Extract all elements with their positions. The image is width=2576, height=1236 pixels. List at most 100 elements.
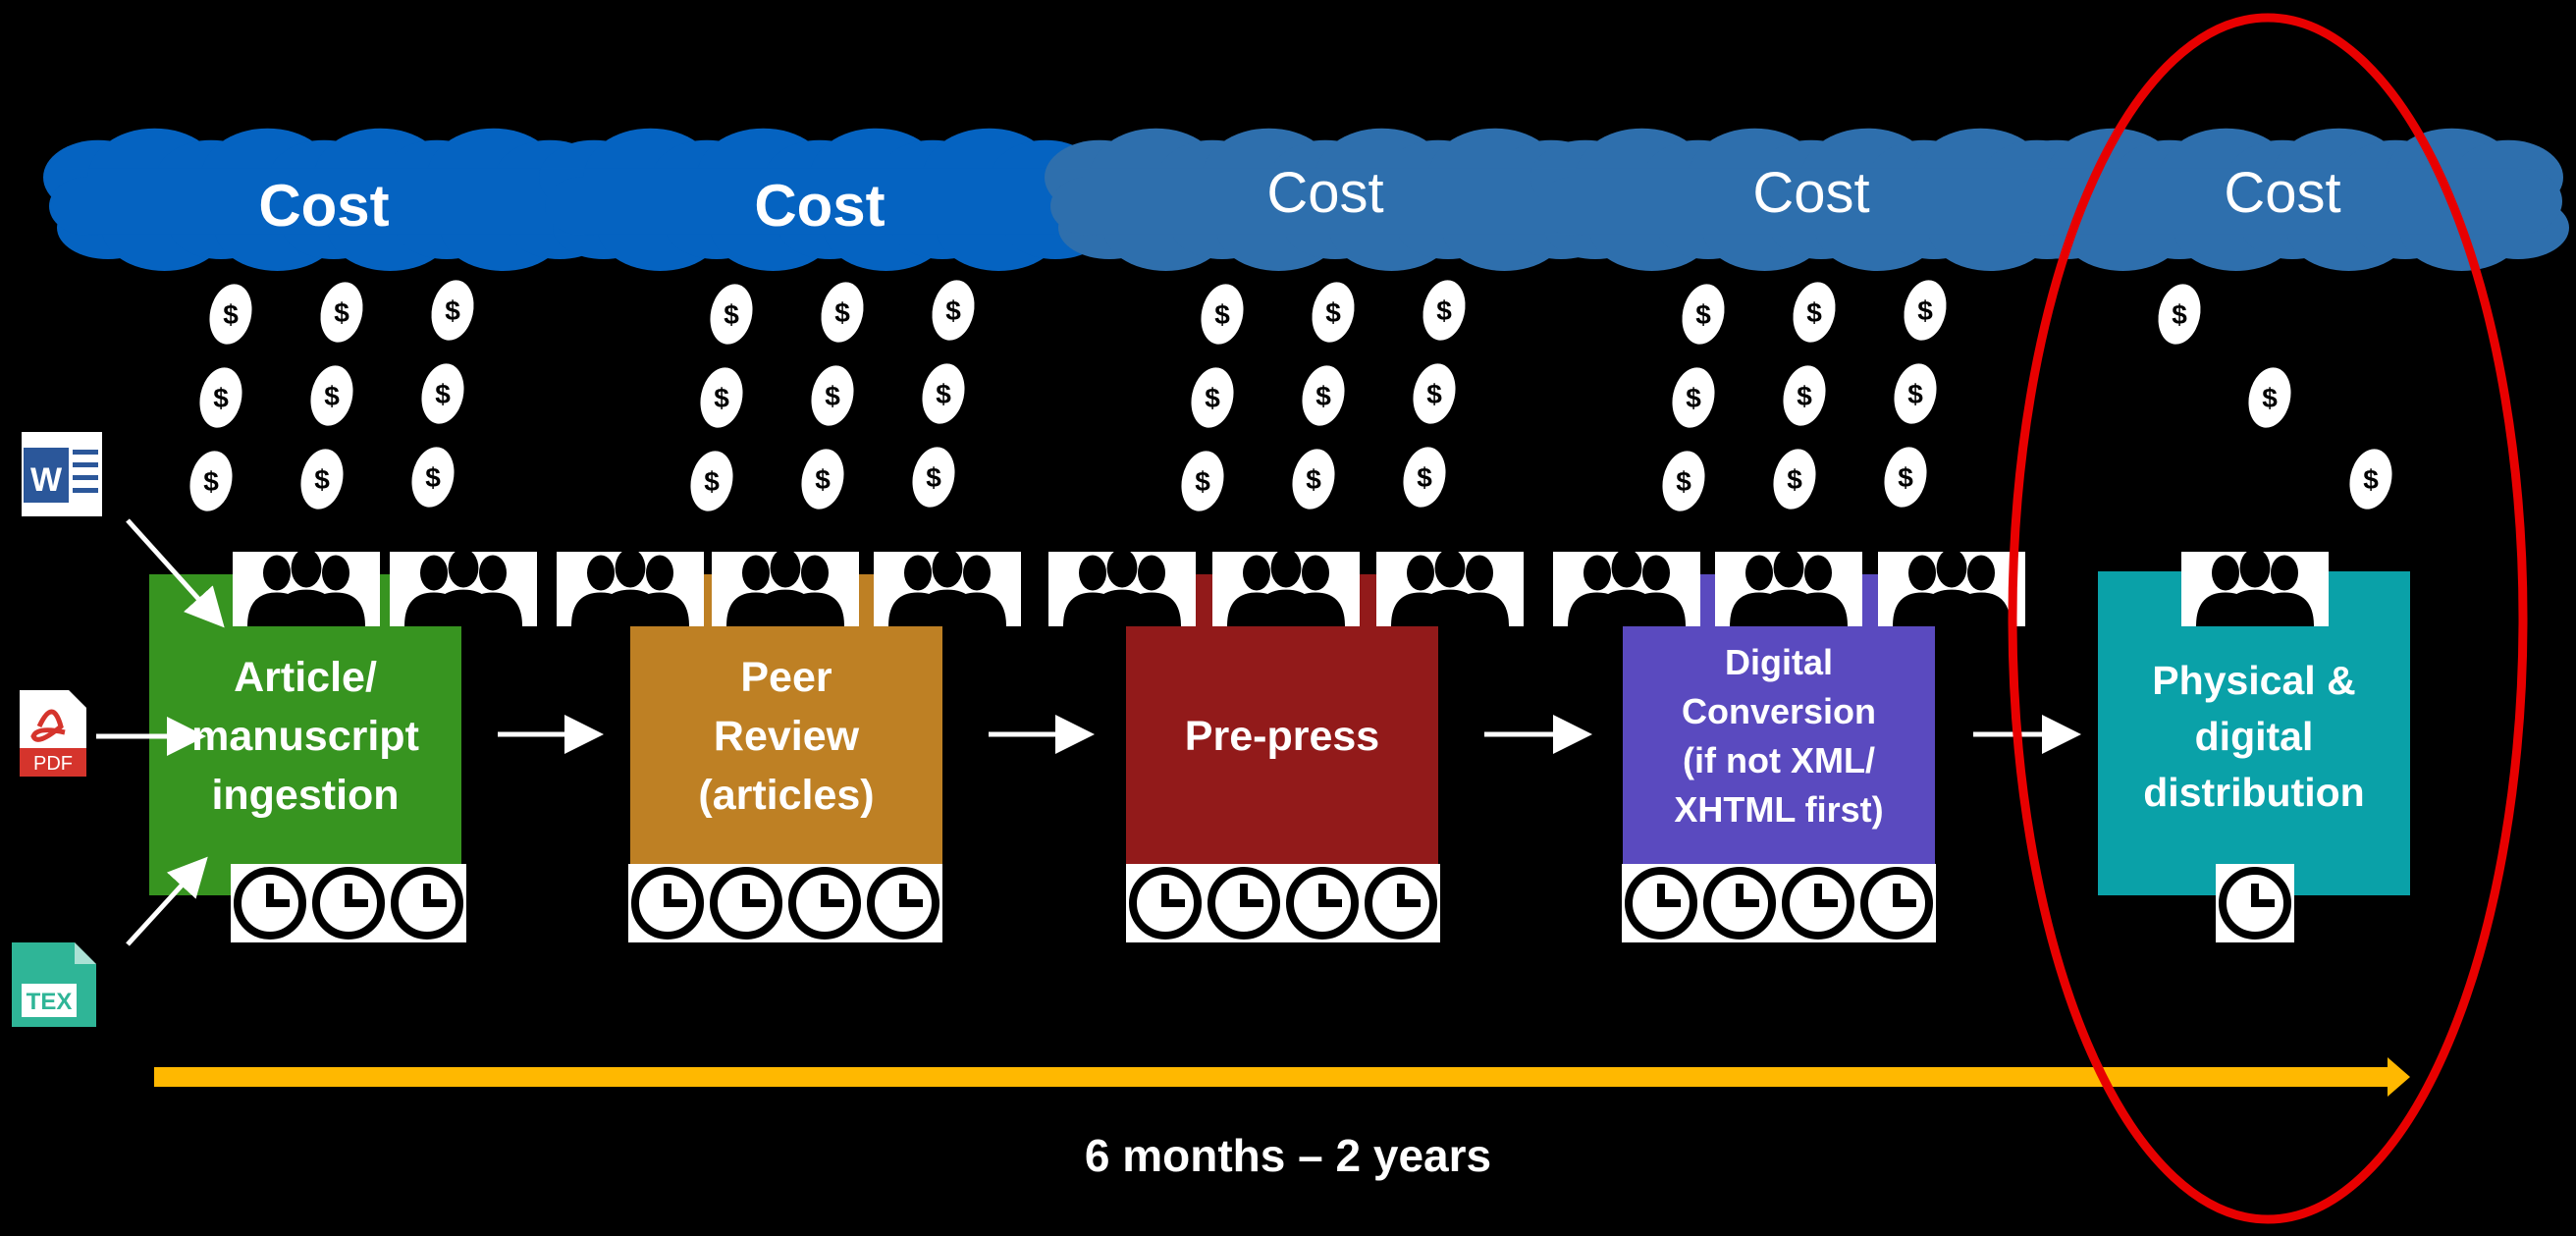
cost-cloud <box>43 128 611 271</box>
dollar-symbol: $ <box>435 379 451 409</box>
clock-icon <box>309 864 388 942</box>
dollar-symbol: $ <box>1205 383 1220 413</box>
people-icon <box>1715 548 1862 626</box>
cost-cloud <box>539 128 1106 271</box>
dollar-drop-icon: $ <box>2349 449 2392 510</box>
dollar-drop-icon: $ <box>2158 284 2201 345</box>
dollar-symbol: $ <box>1417 462 1432 493</box>
dollar-drop-icon: $ <box>932 280 975 341</box>
dollar-symbol: $ <box>2262 383 2278 413</box>
clock-icon <box>1700 864 1779 942</box>
dollar-drop-icon: $ <box>1413 363 1456 424</box>
dollar-symbol: $ <box>714 383 729 413</box>
people-icon <box>557 548 704 626</box>
dollar-drop-icon: $ <box>2248 367 2291 428</box>
clock-icon <box>2216 864 2294 942</box>
clock-icon <box>628 864 707 942</box>
clock-icon <box>1779 864 1857 942</box>
dollar-symbol: $ <box>203 466 219 497</box>
clock-icon <box>1622 864 1700 942</box>
stage-label-text: Peer Review (articles) <box>698 654 875 819</box>
dollar-drop-icon: $ <box>189 451 233 511</box>
dollar-drop-icon: $ <box>199 367 242 428</box>
dollar-symbol: $ <box>314 464 330 495</box>
cost-label: Cost <box>2224 161 2341 225</box>
cost-cloud <box>1045 128 1612 271</box>
word-label: W <box>30 461 63 499</box>
dollar-drop-icon: $ <box>811 365 854 426</box>
dollar-symbol: $ <box>1315 381 1331 411</box>
people-icon <box>1048 548 1196 626</box>
dollar-drop-icon: $ <box>1181 451 1224 511</box>
dollar-drop-icon: $ <box>922 363 965 424</box>
people-icon <box>2181 548 2329 626</box>
clock-icon <box>1857 864 1936 942</box>
timeline-arrow <box>154 1057 2410 1097</box>
dollar-drop-icon: $ <box>1682 284 1725 345</box>
dollar-symbol: $ <box>1436 296 1452 326</box>
dollar-symbol: $ <box>1907 379 1923 409</box>
dollar-symbol: $ <box>1195 466 1210 497</box>
stage-label: Article/ manuscript ingestion <box>139 628 471 844</box>
stage-label: Digital Conversion (if not XML/ XHTML fi… <box>1613 628 1945 844</box>
dollar-drop-icon: $ <box>821 282 864 343</box>
clock-icon <box>1126 864 1205 942</box>
dollar-symbol: $ <box>704 466 720 497</box>
dollar-symbol: $ <box>1787 464 1802 495</box>
dollar-drop-icon: $ <box>431 280 474 341</box>
dollar-drop-icon: $ <box>1773 449 1816 510</box>
dollar-drop-icon: $ <box>320 282 363 343</box>
dollar-drop-icon: $ <box>1904 280 1947 341</box>
dollar-symbol: $ <box>1214 299 1230 330</box>
stage-label-text: Digital Conversion (if not XML/ XHTML fi… <box>1674 642 1884 830</box>
cost-label: Cost <box>1752 161 1870 225</box>
dollar-symbol: $ <box>445 296 460 326</box>
dollar-drop-icon: $ <box>1783 365 1826 426</box>
dollar-drop-icon: $ <box>1672 367 1715 428</box>
highlight-ellipse <box>2008 13 2528 1224</box>
dollar-drop-icon: $ <box>1884 447 1927 508</box>
dollar-symbol: $ <box>2172 299 2187 330</box>
dollar-symbol: $ <box>213 383 229 413</box>
stage-label-text: Article/ manuscript ingestion <box>191 654 419 819</box>
dollar-symbol: $ <box>834 297 850 328</box>
stage-label-text: Physical & digital distribution <box>2143 657 2365 815</box>
stage-box <box>630 574 942 895</box>
cost-label: Cost <box>754 173 886 239</box>
dollar-drop-icon: $ <box>300 449 344 510</box>
cost-label: Cost <box>258 173 390 239</box>
people-icon <box>1376 548 1524 626</box>
dollar-drop-icon: $ <box>421 363 464 424</box>
people-icon <box>1212 548 1360 626</box>
dollar-symbol: $ <box>1917 296 1933 326</box>
dollar-symbol: $ <box>825 381 840 411</box>
stage-label: Physical & digital distribution <box>2088 628 2420 844</box>
input-arrow <box>126 856 208 946</box>
dollar-symbol: $ <box>1898 462 1913 493</box>
clock-icon <box>1362 864 1440 942</box>
dollar-drop-icon: $ <box>1302 365 1345 426</box>
stage-label-text: Pre-press <box>1184 713 1380 760</box>
dollar-drop-icon: $ <box>209 284 252 345</box>
dollar-drop-icon: $ <box>1793 282 1836 343</box>
dollar-drop-icon: $ <box>1403 447 1446 508</box>
stage-box <box>1623 574 1935 895</box>
dollar-symbol: $ <box>724 299 739 330</box>
dollar-drop-icon: $ <box>690 451 733 511</box>
dollar-symbol: $ <box>334 297 349 328</box>
tex-document-icon: TEX <box>12 942 96 1027</box>
people-icon <box>874 548 1021 626</box>
pdf-document-icon: PDF <box>20 690 86 777</box>
people-icon <box>1878 548 2025 626</box>
people-icon <box>1553 548 1700 626</box>
dollar-drop-icon: $ <box>801 449 844 510</box>
dollar-symbol: $ <box>1806 297 1822 328</box>
dollar-drop-icon: $ <box>1191 367 1234 428</box>
stage-label: Pre-press <box>1116 628 1448 844</box>
people-icon <box>390 548 537 626</box>
word-document-icon: W <box>22 432 102 516</box>
dollar-symbol: $ <box>1306 464 1321 495</box>
dollar-symbol: $ <box>1695 299 1711 330</box>
dollar-drop-icon: $ <box>1422 280 1466 341</box>
